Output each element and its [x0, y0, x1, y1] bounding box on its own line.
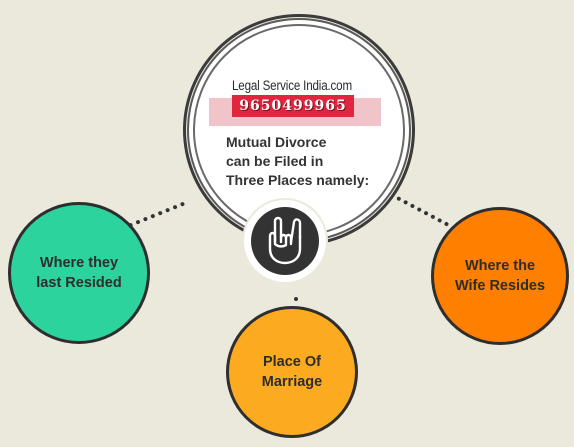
site-name: Legal Service India.com [232, 78, 352, 93]
connector-left [128, 201, 186, 228]
hand-gesture-icon [268, 216, 302, 265]
place-label: Where the [464, 258, 536, 274]
place-last-resided: Where they last Resided [8, 202, 150, 344]
place-label: last Resided [36, 275, 122, 291]
place-label: Marriage [261, 374, 323, 390]
place-of-marriage: Place Of Marriage [226, 306, 358, 438]
connector-right [396, 196, 450, 227]
headline-line-1: Mutual Divorce [226, 134, 327, 150]
place-wife-resides: Where the Wife Resides [431, 207, 569, 345]
phone-number-badge: 9650499965 [232, 95, 354, 117]
headline-line-2: can be Filed in [226, 153, 324, 169]
place-label: Wife Resides [454, 278, 546, 294]
headline-line-3: Three Places namely: [226, 172, 370, 188]
headline: Mutual Divorce can be Filed in Three Pla… [226, 133, 376, 190]
connector-bottom [294, 297, 298, 301]
place-label: Where they [39, 255, 119, 271]
place-label: Place Of [262, 354, 321, 370]
